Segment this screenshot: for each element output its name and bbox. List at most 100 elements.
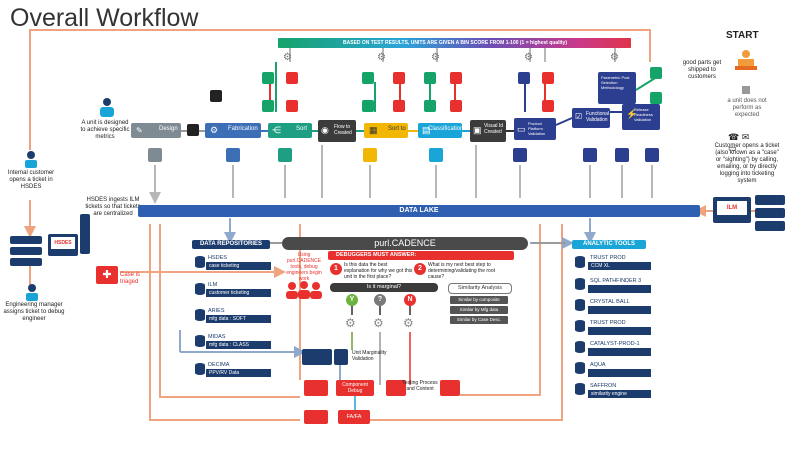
yes-circle: Y: [346, 294, 358, 306]
maybe-circle: ?: [374, 294, 386, 306]
chip-icon-red-5: [286, 100, 298, 112]
step-parametric-methodology[interactable]: Parametric Post Selection Methodology: [598, 72, 636, 104]
question-2-number: 2: [414, 263, 426, 275]
component-debug-icon-box: [304, 380, 328, 396]
server-unit-3: [755, 221, 785, 231]
similar-by-case-button[interactable]: Similar by Case Desc.: [450, 316, 508, 324]
first-aid-kit-icon: ✚: [96, 266, 118, 284]
chip-icon-red-3: [450, 72, 462, 84]
chip-icon-red-2: [393, 72, 405, 84]
bin-score-banner: BASED ON TEST RESULTS, UNITS ARE GIVEN A…: [343, 40, 567, 46]
database-icon: [574, 298, 586, 311]
step-design[interactable]: Design: [131, 123, 181, 138]
tool-aqua-sub: [588, 369, 651, 377]
fab-sub-icon: [226, 148, 240, 162]
component-debug-box[interactable]: Component Debug: [336, 380, 374, 396]
chip-icon-green-5: [362, 100, 374, 112]
chip-icon-shipped: [650, 67, 662, 79]
step-release-readiness[interactable]: Release Readiness Validation: [622, 104, 660, 130]
step-flow-to-created[interactable]: Flow to Created: [318, 120, 356, 142]
ilm-monitor: ILM: [713, 197, 751, 223]
chip-icon-green-2: [362, 72, 374, 84]
tool-trust-prod-2-sub: [588, 327, 651, 335]
fa-box[interactable]: FA/FA: [338, 410, 370, 424]
server-unit-2: [755, 208, 785, 218]
chip-icon-green-1: [262, 72, 274, 84]
gear-icon-yes: ⚙: [345, 316, 356, 330]
eng-manager-icon: [23, 283, 41, 301]
customer-opens-text: Customer opens a ticket (also known as a…: [714, 143, 780, 184]
similar-by-composite-button[interactable]: Similar by composite: [450, 296, 508, 304]
param-sub-icon: [615, 148, 629, 162]
step-fabrication[interactable]: Fabrication: [205, 123, 261, 138]
tool-trust-prod-2-name: TRUST PROD: [590, 320, 626, 326]
engineers-group-icon: [284, 280, 324, 300]
chip-icon: [741, 82, 751, 94]
repo-decima-name: DECIMA: [208, 362, 230, 368]
step-functional-validation[interactable]: Functional Validation: [572, 108, 610, 128]
marginality-tower-2: [334, 349, 348, 365]
testing-icon-box-2: [440, 380, 460, 396]
share-icon: ⋲: [272, 125, 281, 135]
chip-icon-red-8: [542, 100, 554, 112]
data-lake-bar: DATA LAKE: [138, 205, 700, 217]
repo-hsdes-name: HSDES: [208, 255, 227, 261]
sortto-sub-icon: [363, 148, 377, 162]
database-icon: [574, 340, 586, 353]
question-1-text: Is this data the best explanation for wh…: [344, 262, 413, 280]
gear-icon-no: ⚙: [403, 316, 414, 330]
chip-icon-red-7: [450, 100, 462, 112]
release-sub-icon: [645, 148, 659, 162]
repo-ilm-name: ILM: [208, 282, 218, 288]
phone-mail-laptop-icon: ☎ ✉ ▭: [728, 132, 750, 153]
step-classification[interactable]: Classification: [418, 123, 463, 138]
chip-icon-red-1: [286, 72, 298, 84]
database-icon: [194, 255, 206, 268]
testing-process-text: Testing Process and Content: [402, 380, 438, 392]
fa-icon-box: [304, 410, 328, 424]
database-icon: [574, 255, 586, 268]
similar-by-mfg-button[interactable]: Similar by Mfg data: [450, 306, 508, 314]
database-icon: [194, 282, 206, 295]
ppv-sub-icon: [513, 148, 527, 162]
tool-crystal-ball-name: CRYSTAL BALL: [590, 299, 630, 305]
chip-icon-design: [187, 124, 199, 136]
tool-aqua-name: AQUA: [590, 362, 606, 368]
sort-bins-icon: ▦: [369, 125, 378, 135]
step-sort[interactable]: Sort: [268, 123, 312, 138]
tools-header: ANALYTIC TOOLS: [572, 240, 646, 249]
question-1-number: 1: [330, 263, 342, 275]
class-sub-icon: [429, 148, 443, 162]
chip-icon-red-6: [393, 100, 405, 112]
tool-trust-prod-name: TRUST PROD: [590, 255, 626, 261]
similarity-header: Similarity Analysis: [448, 283, 512, 294]
step-sort-to[interactable]: Sort to: [364, 123, 408, 138]
no-circle: N: [404, 294, 416, 306]
not-perform-text: a unit does not perform as expected: [727, 98, 767, 118]
marginal-bar: Is it marginal?: [330, 283, 438, 292]
visual-id-icon: ▣: [473, 125, 482, 135]
gear-icon-maybe: ⚙: [373, 316, 384, 330]
chip-icon-green-6: [424, 100, 436, 112]
designed-text: A unit is designed to achieve specific m…: [80, 120, 130, 140]
repo-ilm-sub: customer ticketing: [206, 289, 271, 297]
sort-sub-icon: [278, 148, 292, 162]
internal-customer-icon: [22, 150, 40, 168]
repo-hsdes-sub: case ticketing: [206, 262, 271, 270]
gear-icon-top-1: ⚙: [283, 52, 292, 63]
server-unit-1: [755, 195, 785, 205]
repo-decima-sub: PPV/RV Data: [206, 369, 271, 377]
hsdes-tower: [80, 214, 90, 254]
tool-trust-prod-sub: CCM XL: [588, 262, 651, 270]
step-product-platform-validation[interactable]: Product Platform Validation: [514, 118, 556, 140]
hsdes-server-1: [10, 236, 42, 244]
designer-person-icon: [96, 96, 118, 118]
database-icon: [194, 308, 206, 321]
database-icon: [194, 334, 206, 347]
tool-crystal-ball-sub: [588, 306, 651, 314]
platform-icon: ▭: [517, 124, 526, 134]
shipping-person-icon: [733, 48, 759, 72]
hsdes-server-3: [10, 258, 42, 266]
step-visual-id-created[interactable]: Visual Id Created: [470, 120, 506, 142]
